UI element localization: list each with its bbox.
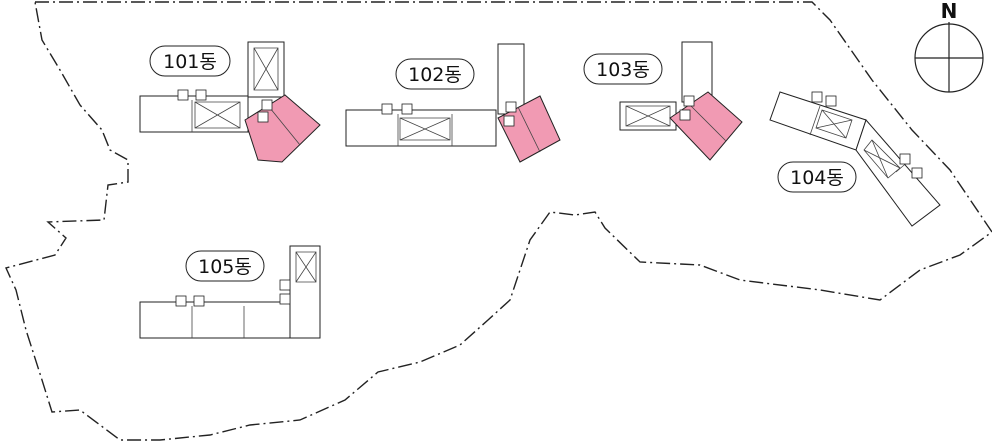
- building-105-wing-west: [139, 301, 291, 339]
- north-label: N: [941, 0, 958, 23]
- building-101: 101동: [139, 41, 321, 163]
- building-105-label: 105동: [198, 256, 252, 278]
- building-104-label: 104동: [790, 167, 844, 189]
- building-105: 105동: [139, 245, 321, 339]
- building-103: 103동: [583, 41, 743, 161]
- site-boundary: [5, 1, 992, 441]
- building-104-label-box: [777, 161, 857, 193]
- building-103-label: 103동: [596, 59, 650, 81]
- north-compass: N: [914, 0, 984, 93]
- building-105-label-box: [185, 250, 265, 282]
- building-102-label-box: [395, 58, 475, 90]
- building-102: 102동: [345, 43, 561, 163]
- building-105-wing-east: [289, 245, 321, 339]
- building-103-label-box: [583, 53, 663, 85]
- building-102-wing-west: [345, 109, 497, 147]
- building-104: 104동: [769, 91, 941, 227]
- building-101-label: 101동: [163, 51, 217, 73]
- building-101-label-box: [149, 45, 231, 77]
- building-101-highlighted-unit: [244, 94, 321, 163]
- building-103-wing-west: [619, 101, 677, 131]
- building-101-wing-west: [139, 95, 249, 133]
- building-103-highlighted-unit: [669, 91, 743, 161]
- building-104-wing-south: [855, 119, 941, 227]
- building-102-label: 102동: [408, 64, 462, 86]
